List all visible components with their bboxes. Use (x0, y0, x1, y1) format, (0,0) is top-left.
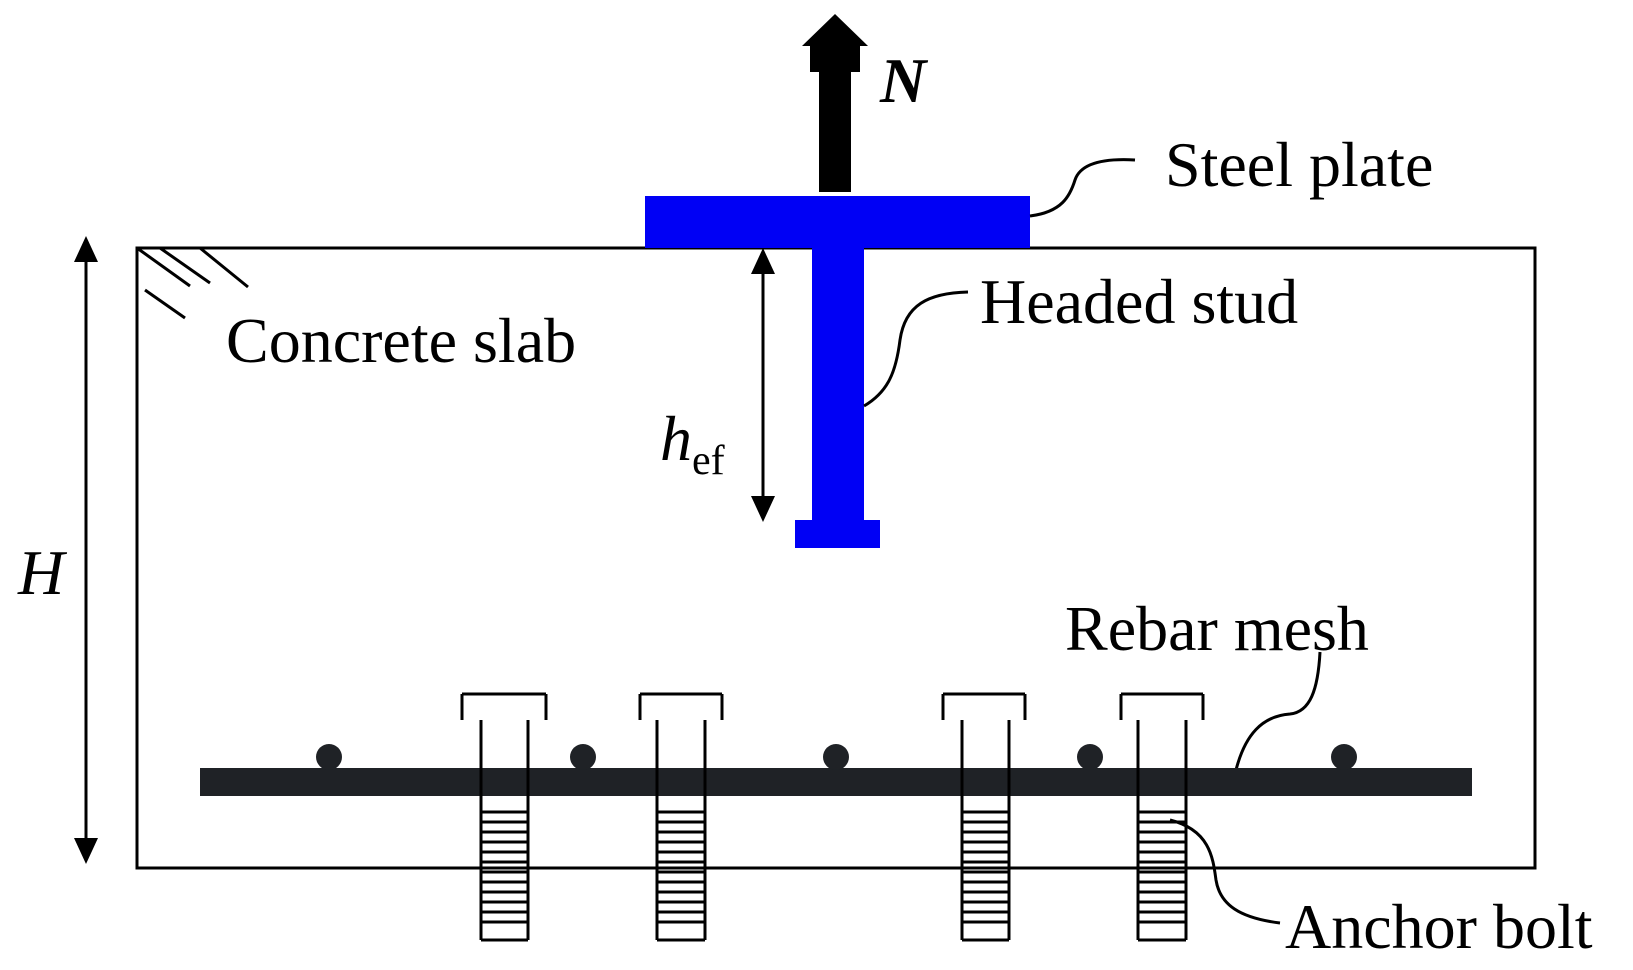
anchor-bolt-2 (638, 692, 724, 942)
headed-stud-leader (863, 290, 969, 408)
steel-plate-leader (1029, 158, 1136, 218)
anchor-bolt-4 (1119, 692, 1205, 942)
slab-height-label: H (17, 537, 68, 608)
concrete-slab-label: Concrete slab (226, 305, 576, 376)
rebar-dots (316, 744, 1357, 770)
headed-stud-head (795, 520, 880, 548)
height-dimension (74, 236, 98, 864)
rebar-mesh-bar (200, 768, 1472, 796)
slab-hatch (136, 246, 249, 320)
anchor-bolt-label: Anchor bolt (1285, 891, 1593, 962)
anchor-bolt-1 (460, 692, 548, 942)
anchor-bolt-leader (1169, 818, 1281, 925)
anchor-bolts (460, 692, 1205, 942)
steel-plate (645, 196, 1030, 248)
rebar-mesh-label: Rebar mesh (1065, 593, 1369, 664)
steel-plate-label: Steel plate (1165, 129, 1433, 200)
headed-stud-label: Headed stud (980, 266, 1298, 337)
headed-stud-shank (812, 248, 864, 523)
rebar-mesh-leader (1234, 651, 1322, 771)
anchor-bolt-3 (941, 692, 1027, 942)
force-arrow (802, 14, 868, 192)
embedment-depth-label: hef (660, 403, 725, 484)
embedment-depth-dimension (751, 248, 775, 522)
force-label: N (879, 45, 929, 116)
